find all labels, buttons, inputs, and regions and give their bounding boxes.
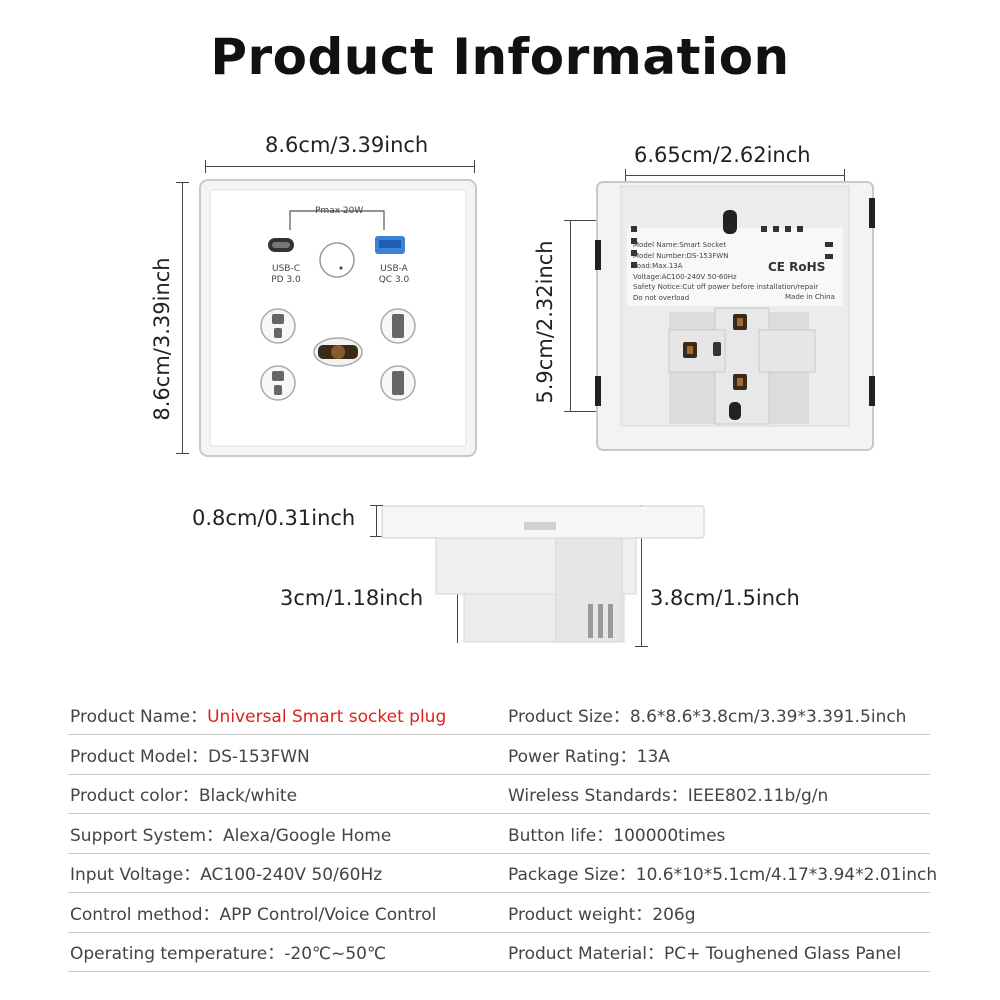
spec-right-value: 206g (652, 904, 696, 925)
spec-left-cell: Operating temperature：-20℃~50℃ (70, 939, 386, 964)
spec-left-value: AC100-240V 50/60Hz (200, 865, 383, 885)
front-height-tick-bottom (176, 453, 189, 454)
spec-left-value: APP Control/Voice Control (219, 904, 437, 925)
spec-row: Control method：APP Control/Voice Control… (68, 892, 930, 933)
back-width-line (625, 175, 845, 176)
cert-mark: CE RoHS (768, 260, 826, 274)
spec-row: Input Voltage：AC100-240V 50/60Hz Package … (68, 852, 937, 893)
spec-left-cell: Product Name：Universal Smart socket plug (70, 702, 446, 727)
spec-right-cell: Button life：100000times (508, 821, 725, 846)
usba-label: USB-A (380, 264, 408, 274)
spec-right-value: PC+ Toughened Glass Panel (664, 944, 902, 964)
front-width-tick-right (474, 160, 475, 173)
side-depth-right-line (641, 505, 642, 647)
spec-row: Product Name：Universal Smart socket plug… (68, 694, 930, 735)
spec-left-label: Control method： (70, 904, 220, 925)
spec-right-label: Wireless Standards： (508, 786, 688, 806)
side-depth-right-tick (635, 646, 648, 647)
spec-left-value: Universal Smart socket plug (207, 707, 447, 727)
spec-right-value: 13A (636, 746, 670, 767)
front-width-tick-left (205, 160, 206, 173)
spec-left-label: Product Name： (70, 707, 208, 727)
front-width-line (205, 166, 475, 167)
spec-row: Operating temperature：-20℃~50℃ Product Ma… (68, 931, 930, 972)
spec-right-cell: Power Rating：13A (508, 742, 670, 767)
spec-right-label: Product Size： (508, 707, 630, 727)
spec-row: Product Model：DS-153FWN Power Rating：13A (68, 734, 930, 775)
page-title: Product Information (210, 28, 790, 86)
side-view (381, 505, 705, 643)
back-panel (595, 181, 875, 451)
front-height-tick-top (176, 182, 189, 183)
spec-left-cell: Product color：Black/white (70, 781, 297, 806)
label-overload: Do not overload (633, 293, 690, 302)
side-thickness-tick-bottom (370, 536, 383, 537)
spec-left-label: Support System： (70, 825, 223, 846)
label-safety: Safety Notice:Cut off power before insta… (633, 283, 819, 291)
spec-right-cell: Product Material：PC+ Toughened Glass Pan… (508, 939, 901, 964)
spec-left-value: Alexa/Google Home (223, 825, 392, 846)
front-panel (199, 179, 477, 457)
side-thickness-tick-top (370, 505, 383, 506)
back-width-tick-right (844, 169, 845, 182)
spec-right-value: 10.6*10*5.1cm/4.17*3.94*2.01inch (635, 865, 938, 885)
spec-right-value: 8.6*8.6*3.8cm/3.39*3.391.5inch (629, 707, 907, 727)
back-width-tick-left (625, 169, 626, 182)
spec-right-value: IEEE802.11b/g/n (687, 786, 829, 806)
spec-right-label: Package Size： (508, 865, 636, 885)
made-in-label: Made in China (785, 293, 835, 301)
back-height-line (570, 220, 571, 412)
spec-left-label: Operating temperature： (70, 944, 285, 964)
front-height-label: 8.6cm/3.39inch (150, 257, 174, 421)
spec-left-label: Product color： (70, 786, 199, 806)
spec-left-cell: Product Model：DS-153FWN (70, 742, 310, 767)
label-model-name: Model Name:Smart Socket (633, 241, 727, 249)
spec-left-value: -20℃~50℃ (284, 944, 387, 964)
spec-right-label: Product weight： (508, 904, 653, 925)
pmax-label: Pmax 20W (315, 206, 364, 216)
spec-left-cell: Input Voltage：AC100-240V 50/60Hz (70, 860, 382, 885)
spec-left-value: DS-153FWN (208, 746, 310, 767)
spec-left-label: Product Model： (70, 746, 208, 767)
spec-right-cell: Product weight：206g (508, 900, 696, 925)
back-width-label: 6.65cm/2.62inch (634, 143, 811, 167)
label-model-number: Model Number:DS-153FWN (633, 251, 729, 260)
back-height-label: 5.9cm/2.32inch (533, 240, 557, 404)
front-width-label: 8.6cm/3.39inch (265, 133, 429, 157)
spec-left-cell: Support System：Alexa/Google Home (70, 821, 391, 846)
spec-row: Support System：Alexa/Google Home Button l… (68, 813, 930, 854)
spec-left-cell: Control method：APP Control/Voice Control (70, 900, 436, 925)
spec-right-label: Product Material： (508, 944, 665, 964)
spec-right-label: Button life： (508, 825, 614, 846)
spec-left-label: Input Voltage： (70, 865, 201, 885)
spec-row: Product color：Black/white Wireless Standa… (68, 773, 930, 814)
front-height-line (182, 182, 183, 454)
label-voltage: Voltage:AC100-240V 50-60Hz (633, 272, 737, 281)
side-depth-right-label: 3.8cm/1.5inch (650, 586, 800, 610)
spec-right-cell: Package Size：10.6*10*5.1cm/4.17*3.94*2.0… (508, 860, 937, 885)
side-thickness-line (376, 505, 377, 537)
usbc-spec: PD 3.0 (271, 275, 301, 285)
side-thickness-label: 0.8cm/0.31inch (192, 506, 356, 530)
usbc-label: USB-C (271, 264, 300, 274)
label-load: Load:Max.13A (633, 262, 683, 270)
back-label-text: Model Name:Smart Socket Model Number:DS-… (633, 240, 818, 303)
side-depth-left-label: 3cm/1.18inch (280, 586, 424, 610)
spec-right-value: 100000times (613, 825, 726, 846)
spec-right-cell: Product Size：8.6*8.6*3.8cm/3.39*3.391.5i… (508, 702, 906, 727)
spec-right-cell: Wireless Standards：IEEE802.11b/g/n (508, 781, 828, 806)
spec-left-value: Black/white (198, 786, 298, 806)
spec-right-label: Power Rating： (508, 746, 637, 767)
back-height-tick-top (564, 220, 604, 221)
usba-spec: QC 3.0 (378, 275, 410, 285)
